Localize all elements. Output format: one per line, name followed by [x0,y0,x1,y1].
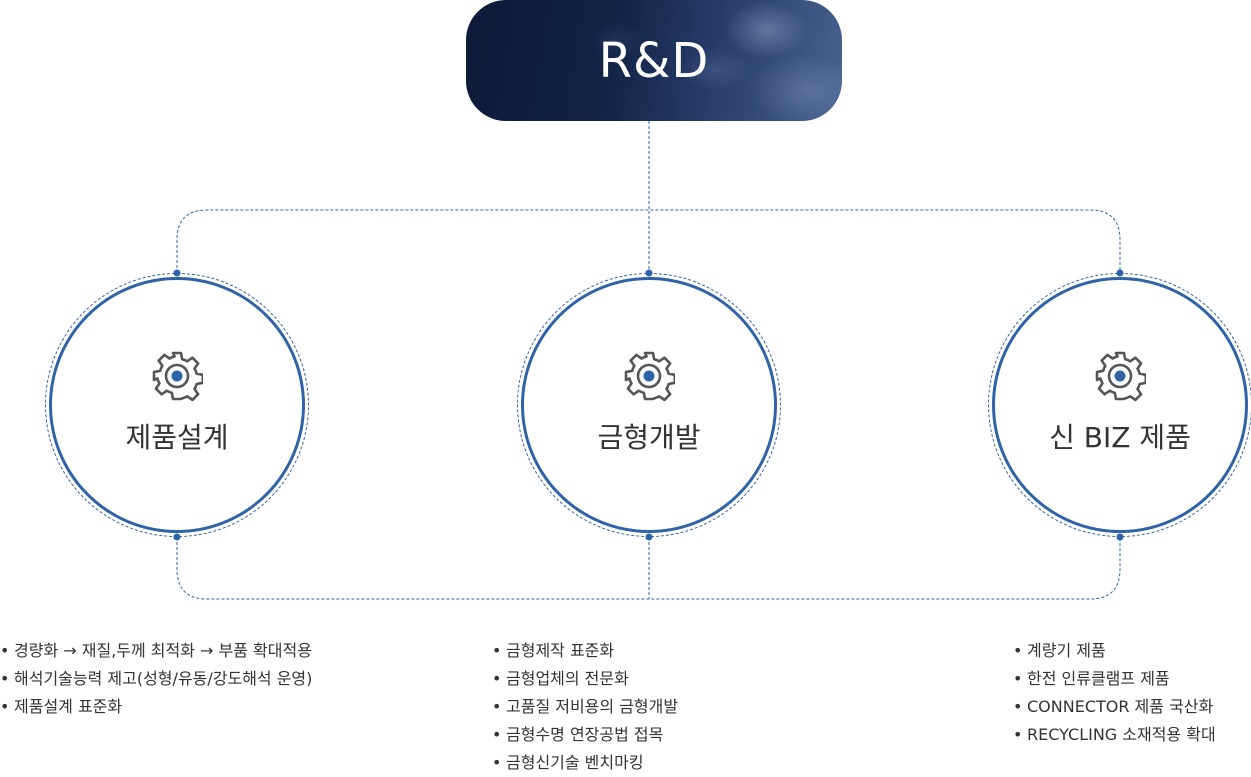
gear-icon [152,351,203,402]
list-item: 경량화 → 재질,두께 최적화 → 부품 확대적용 [0,637,312,665]
mold-development-list: 금형제작 표준화 금형업체의 전문화 고품질 저비용의 금형개발 금형수명 연장… [492,637,678,777]
rd-header-box: R&D [466,0,842,121]
list-item: CONNECTOR 제품 국산화 [1013,693,1216,721]
list-item: 해석기술능력 제고(성형/유동/강도해석 운영) [0,665,312,693]
list-item: 한전 인류클램프 제품 [1013,665,1216,693]
gear-icon [1095,351,1146,402]
list-item: 고품질 저비용의 금형개발 [492,693,678,721]
node-label: 신 BIZ 제품 [1049,421,1191,454]
node-new-biz-product: 신 BIZ 제품 [992,277,1248,533]
list-item: 계량기 제품 [1013,637,1216,665]
node-outer-ring [517,273,781,537]
node-product-design: 제품설계 [49,277,305,533]
list-item: 금형제작 표준화 [492,637,678,665]
list-item: 제품설계 표준화 [0,693,312,721]
node-outer-ring [988,273,1251,537]
list-item: 금형업체의 전문화 [492,665,678,693]
rd-title: R&D [598,32,710,89]
node-outer-ring [45,273,309,537]
node-label: 금형개발 [597,421,701,454]
top-branch-line [176,209,1121,273]
new-biz-product-list: 계량기 제품 한전 인류클램프 제품 CONNECTOR 제품 국산화 RECY… [1013,637,1216,749]
node-mold-development: 금형개발 [521,277,777,533]
node-label: 제품설계 [125,421,229,454]
gear-icon [624,351,675,402]
list-item: 금형수명 연장공법 접목 [492,721,678,749]
list-item: RECYCLING 소재적용 확대 [1013,721,1216,749]
list-item: 금형신기술 벤치마킹 [492,749,678,777]
product-design-list: 경량화 → 재질,두께 최적화 → 부품 확대적용 해석기술능력 제고(성형/유… [0,637,312,721]
header-background-image [466,0,842,121]
